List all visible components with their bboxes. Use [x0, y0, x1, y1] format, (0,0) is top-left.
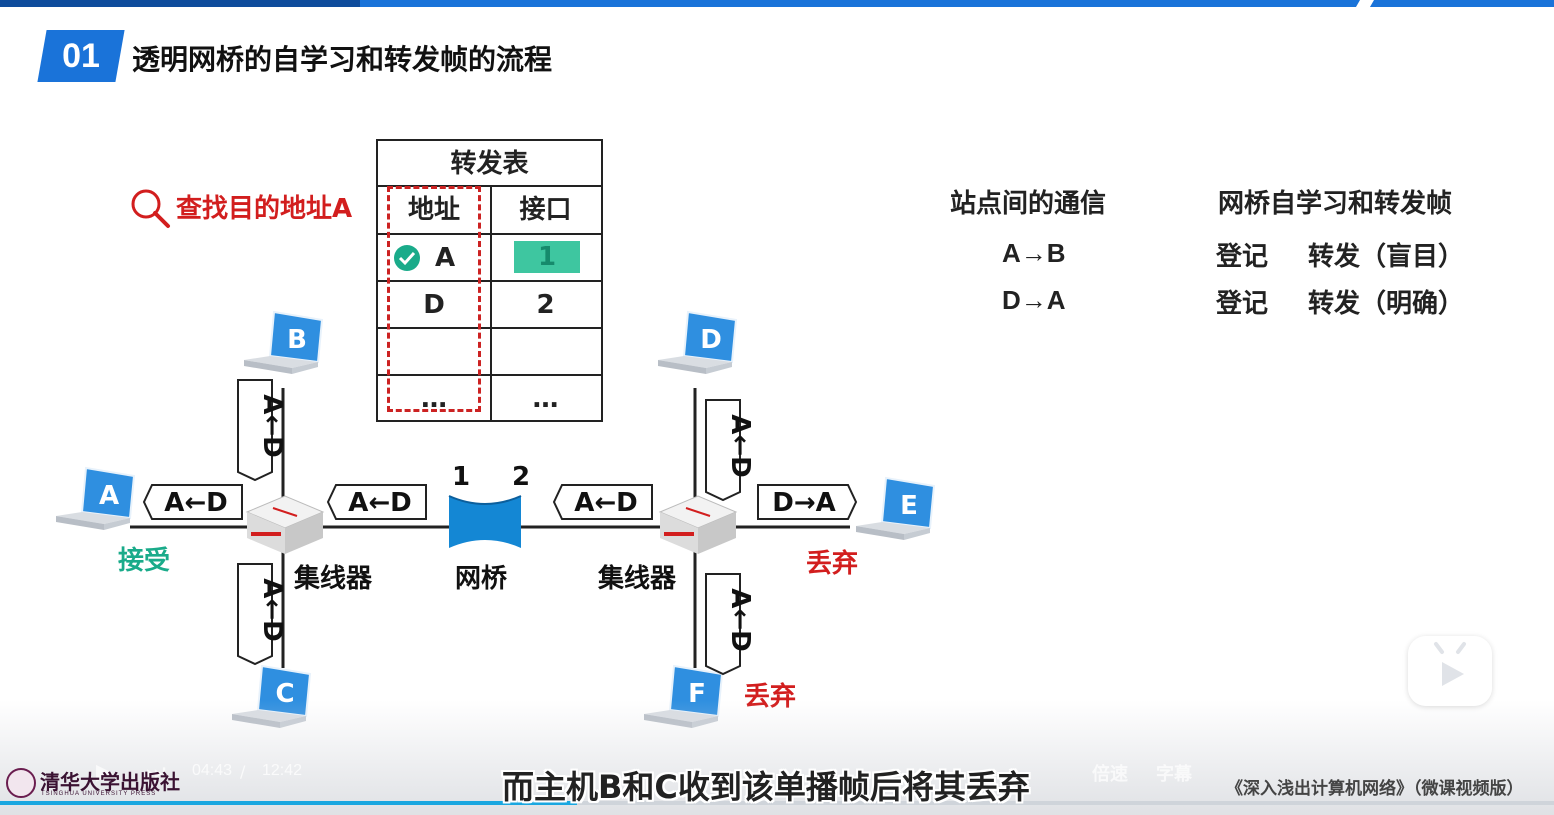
frame-arrow: A←D — [237, 379, 287, 482]
matched-port-highlight: 1 — [514, 241, 580, 273]
frame-arrow: A←D — [705, 573, 755, 676]
bridge-port-2: 2 — [512, 462, 531, 492]
publisher-logo-en: TSINGHUA UNIVERSITY PRESS — [41, 791, 157, 797]
row-port: … — [532, 384, 559, 414]
matched-port: 1 — [537, 242, 557, 272]
frame-arrow: A←D — [142, 484, 243, 520]
speed-button[interactable]: 倍速 — [1092, 764, 1128, 785]
lookup-label: 查找目的地址A — [176, 194, 353, 224]
comm-header: 站点间的通信 — [950, 189, 1107, 219]
subtitle-button[interactable]: 字幕 — [1156, 764, 1192, 785]
frame-label: D→A — [772, 488, 836, 518]
host-A-laptop-icon: A — [56, 466, 136, 530]
table-row — [378, 329, 601, 376]
frame-arrow: A←D — [237, 563, 287, 666]
top-accent-bar — [0, 0, 1554, 7]
next-icon[interactable]: ⏭ — [146, 760, 166, 785]
top-accent-bar-dark — [0, 0, 360, 7]
discard-label-e: 丢弃 — [806, 549, 859, 579]
frame-label: A←D — [348, 488, 412, 518]
player-controls-overlay — [0, 700, 1554, 815]
forward-row-1: 转发（盲目） — [1308, 242, 1465, 272]
play-icon[interactable]: ▶ — [96, 760, 113, 785]
time-total: 12:42 — [262, 762, 303, 779]
tv-play-icon — [1434, 642, 1466, 686]
accept-label: 接受 — [118, 546, 171, 576]
frame-arrow: A←D — [705, 399, 755, 502]
lookup-highlight-box — [387, 186, 481, 412]
page-title: 透明网桥的自学习和转发帧的流程 — [132, 43, 553, 76]
time-separator: / — [240, 762, 246, 781]
left-hub-icon — [245, 495, 325, 554]
forward-row-2: 转发（明确） — [1308, 289, 1465, 319]
check-icon — [394, 245, 420, 271]
bridge-label: 网桥 — [455, 564, 508, 594]
table-row: A — [378, 235, 601, 282]
right-hub-label: 集线器 — [598, 564, 677, 594]
frame-label: A←D — [164, 488, 228, 518]
host-D-laptop-icon: D — [658, 310, 738, 374]
host-label: D — [700, 325, 722, 355]
left-hub-label: 集线器 — [294, 564, 373, 594]
learn-row-1: 登记 — [1216, 242, 1269, 272]
host-E-laptop-icon: E — [856, 476, 936, 540]
frame-arrow: A←D — [552, 484, 653, 520]
right-hub-icon — [658, 495, 738, 554]
frame-arrow: A←D — [326, 484, 427, 520]
bridge-icon — [448, 495, 522, 548]
host-label: E — [900, 491, 918, 521]
column-divider — [490, 187, 492, 422]
video-caption: 而主机B和C收到该单播帧后将其丢弃 — [502, 768, 1030, 806]
frame-arrow: D→A — [757, 484, 858, 520]
table-title: 转发表 — [450, 149, 529, 179]
comm-row-2: D→A — [1002, 285, 1066, 315]
frame-label: A←D — [574, 488, 638, 518]
progress-fill — [0, 801, 577, 805]
tv-play-button[interactable] — [1408, 636, 1492, 706]
frame-label: A←D — [725, 414, 755, 478]
row-address: A — [434, 243, 456, 273]
table-title-row — [378, 141, 601, 187]
bridge-port-1: 1 — [452, 462, 471, 492]
bridge-header: 网桥自学习和转发帧 — [1218, 189, 1453, 219]
table-header-row: 地址 接口 — [378, 187, 601, 235]
frame-label: A←D — [257, 394, 287, 458]
row-port: 2 — [536, 290, 555, 320]
comm-row-1: A→B — [1002, 238, 1066, 268]
magnifier-icon — [131, 189, 170, 228]
host-B-laptop-icon: B — [244, 310, 324, 374]
host-label: B — [287, 325, 307, 355]
time-current: 04:43 — [192, 762, 233, 779]
header-port: 接口 — [519, 195, 572, 225]
frame-label: A←D — [725, 588, 755, 652]
host-label: A — [99, 481, 119, 511]
section-number: 01 — [62, 37, 100, 75]
publisher-seal-icon — [6, 768, 36, 798]
learn-row-2: 登记 — [1216, 289, 1269, 319]
table-row: D 2 — [378, 282, 601, 329]
progress-bar[interactable] — [0, 801, 1554, 805]
row-address: D — [423, 290, 445, 320]
row-port — [490, 329, 601, 375]
frame-label: A←D — [257, 578, 287, 642]
header-address: 地址 — [407, 195, 460, 225]
publisher-logo: 清华大学出版社 — [40, 770, 180, 794]
book-title: 《深入浅出计算机网络》（微课视频版） — [1226, 779, 1524, 799]
